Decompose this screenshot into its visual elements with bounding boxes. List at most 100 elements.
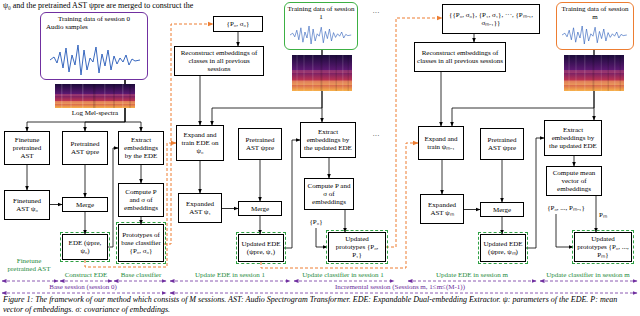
output-box: Updated prototypes {P₀, P₁} [328,232,386,262]
box-label: {P₀, σ₀} [216,20,260,28]
flow-arrow [574,156,575,166]
training-data-box: Training data of session m [556,2,634,50]
box-label: Merge [483,206,521,214]
box-label: Updated EDE (ψpre, ψ₁) [241,240,281,256]
image-caption: Log Mel-spectra [72,109,118,117]
flow-arrow [502,160,503,202]
waveform [290,26,351,44]
session-flow-arrow [261,143,418,268]
session-span-arrows [2,281,637,293]
math-label: {P₀} [309,218,322,226]
box-label: Compute P and σ of embeddings [121,188,161,212]
box-label: Expand and train EDE on ψ₀ [179,131,221,155]
process-box: Reconstruct embeddings of classes in all… [174,46,264,76]
process-box: Compute P and σ of embeddings [118,183,164,217]
flow-arrow [284,140,300,248]
flow-arrow [260,160,261,201]
flow-arrow [238,32,239,46]
flow-arrow [441,72,442,126]
flow-arrow [260,216,261,234]
process-box: Extract embeddings by the EDE [118,131,164,165]
box-label: Reconstruct embeddings of classes in all… [177,49,261,73]
flow-arrow [596,196,597,232]
model-box: Pretrained AST ψpre [480,128,524,160]
box-label: Reconstruct embeddings of classes in all… [417,49,503,65]
ellipsis: ··· [373,132,380,140]
stage-label: Update classifier in session m [546,271,630,279]
flow-arrow [345,210,346,232]
stage-label: Update EDE in session 1 [195,271,265,279]
model-box: Expanded AST ψ₁ [178,193,222,223]
box-label: Updated prototypes {P₀, ..., Pₘ} [577,235,629,259]
model-box: Expanded AST ψₘ [420,194,464,224]
ellipsis: ··· [373,9,380,17]
output-box: Updated prototypes {P₀, ..., Pₘ} [574,232,632,262]
box-label: Training data of session 0 [43,15,145,23]
box-label: {{P₀, σ₀}, {P₁, σ₁}, ···, {Pₘ₋₁, σₘ₋₁}} [445,11,537,27]
flow-arrow [27,165,28,190]
stage-label: Base classifier [121,271,162,279]
model-box: Finetuned AST ψ₀ [4,190,50,220]
leader-arrow [556,214,573,247]
process-box: Compute P and σ of embeddings [304,178,354,210]
box-label: Expand and train ψₘ₋₁ [421,135,461,151]
process-box: Compute mean vector of embeddings [546,166,602,196]
spectrogram [292,55,352,91]
flow-arrow [200,161,201,193]
process-box: Reconstruct embeddings of classes in all… [414,42,506,72]
spectrogram [55,84,135,108]
math-label: {P₀, ..., Pₘ₋₁} [547,204,585,212]
prototype-box: {P₀, σ₀} [213,16,263,32]
output-box: Updated EDE (ψpre, ψ₁) [238,234,284,262]
figure-caption: Figure 1: The framework of our method wh… [3,295,637,314]
box-label: Extract embeddings by the EDE [121,136,161,160]
training-data-box: Training data of session 0Audio samples [40,12,148,80]
box-label: Expanded AST ψₘ [423,201,461,217]
box-label: Training data of session m [559,5,631,21]
box-label: Finetuned AST ψ₀ [7,197,47,213]
math-label: Pₘ [599,211,607,219]
flow-arrow [502,217,503,234]
box-label: Updated EDE (ψpre, ψₘ) [483,240,523,256]
box-label: Merge [241,205,279,213]
process-box: Expand and train ψₘ₋₁ [418,126,464,160]
model-box: Pretrained AST ψpre [62,131,108,165]
flow-arrow [200,76,201,125]
box-sublabel: Audio samples [43,23,145,31]
flow-arrow [474,34,475,42]
flow-arrow [526,138,544,248]
flow-arrow [222,208,238,209]
box-label: Extract embeddings by the updated EDE [303,128,353,152]
process-box: Expand and train EDE on ψ₀ [176,125,224,161]
prototype-box: {{P₀, σ₀}, {P₁, σ₁}, ···, {Pₘ₋₁, σₘ₋₁}} [442,4,540,34]
flow-arrow [50,204,62,205]
box-label: Merge [65,201,105,209]
training-data-box: Training data of session 1 [284,2,358,50]
box-label: Pretrained AST ψpre [483,136,521,152]
waveform [50,45,140,75]
box-label: Prototypes of base classifier {P₀, σ₀} [121,231,161,255]
waveform [562,26,627,44]
box-label: Finetune pretrained AST [7,136,47,160]
flow-arrow [85,212,86,234]
flow-arrow [464,209,480,210]
output-box: Updated EDE (ψpre, ψₘ) [480,234,526,262]
box-label: EDE (ψpre, ψ₀) [65,239,105,255]
text-fragment: ψ₀ and the pretrained AST ψpre are merge… [3,1,193,10]
process-box: Extract embeddings by the updated EDE [300,122,356,158]
output-box: EDE (ψpre, ψ₀) [62,234,108,260]
flow-arrow [108,148,118,247]
box-label: Pretrained AST ψpre [65,140,105,156]
session-label: Base session (session 0) [49,283,116,291]
process-box: Extract embeddings by the updated EDE [544,120,602,156]
session-label: Incremental session (Sessions m, 1≤m≤(M-… [335,283,465,291]
process-box: Merge [62,197,108,212]
flow-arrow [141,217,142,224]
flow-arrow [329,158,330,178]
box-label: Pretrained AST ψpre [241,136,279,152]
stage-label: Finetune pretrained AST [2,257,56,273]
model-box: Pretrained AST ψpre [238,128,282,160]
flow-arrow [141,165,142,183]
flow-arrow [442,160,443,194]
